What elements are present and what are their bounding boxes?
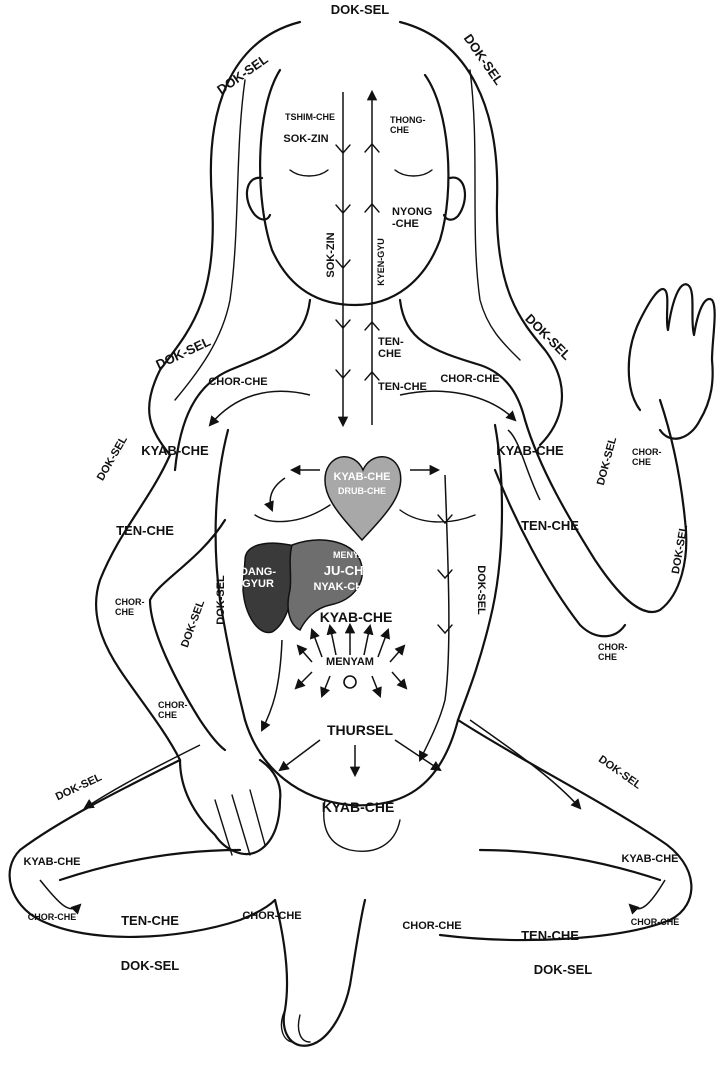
chor-che-arch-left xyxy=(210,391,310,425)
label-thong-che: THONG-CHE xyxy=(390,115,426,135)
label-sok-zin-head: SOK-ZIN xyxy=(283,133,328,145)
hand-left xyxy=(180,760,280,854)
toe xyxy=(298,1015,310,1042)
label-dok-sel-arm-right: DOK-SEL xyxy=(595,435,619,486)
label-chor-che-knee-right: CHOR-CHE xyxy=(631,917,680,927)
breast-left xyxy=(255,505,330,522)
label-dok-sel-head-right: DOK-SEL xyxy=(461,31,507,88)
label-chor-che-elbow-left: CHOR-CHE xyxy=(115,597,145,617)
label-dok-sel-thigh-left: DOK-SEL xyxy=(54,771,104,803)
label-chor-che-hand: CHOR-CHE xyxy=(632,447,662,467)
label-dok-sel-top: DOK-SEL xyxy=(331,2,390,17)
label-menyam: MENYAM xyxy=(326,656,374,668)
label-kyen-gyu: KYEN-GYU xyxy=(376,238,386,286)
eye-right xyxy=(395,170,432,176)
label-kyab-che-knee-left: KYAB-CHE xyxy=(23,856,80,868)
label-ten-che-leg-left: TEN-CHE xyxy=(121,913,179,928)
label-ten-che-collar: TEN-CHE xyxy=(378,381,427,393)
label-drub-che: DRUB-CHE xyxy=(338,486,386,496)
descend-right xyxy=(420,475,449,760)
label-ten-che-right: TEN-CHE xyxy=(521,518,579,533)
label-dok-sel-leg-right: DOK-SEL xyxy=(534,962,593,977)
label-dok-sel-arm-left: DOK-SEL xyxy=(95,434,130,483)
label-dok-sel-leg-left: DOK-SEL xyxy=(121,958,180,973)
label-chor-che-leg-left: CHOR-CHE xyxy=(242,910,301,922)
leg-arrow-right xyxy=(470,720,580,808)
label-nyong-che: NYONG-CHE xyxy=(392,206,432,230)
ear-left xyxy=(247,178,270,220)
face-outline xyxy=(260,70,448,305)
eye-left xyxy=(290,170,328,176)
label-dok-sel-forearm-right: DOK-SEL xyxy=(670,524,690,575)
finger xyxy=(232,795,250,855)
knee-curve-right xyxy=(630,880,665,909)
arm-right-arrow xyxy=(508,430,540,500)
chor-che-arch-right xyxy=(400,391,515,420)
leg-left-inner xyxy=(60,850,240,880)
finger xyxy=(250,790,265,845)
finger xyxy=(215,800,232,855)
thursel-arrow-left xyxy=(280,740,320,770)
label-chor-che-left: CHOR-CHE xyxy=(208,376,267,388)
menyam-circle xyxy=(344,676,356,688)
label-thursel: THURSEL xyxy=(327,722,394,738)
label-dok-sel-torso-left: DOK-SEL xyxy=(215,575,227,625)
label-dok-sel-inner-arm: DOK-SEL xyxy=(179,598,207,649)
heart-shape xyxy=(325,457,401,540)
hair-strand xyxy=(470,70,520,360)
label-nyak-che: NYAK-CHE xyxy=(313,581,370,593)
knee-curve-left xyxy=(40,880,80,909)
label-chor-che-wrist: CHOR-CHE xyxy=(158,700,188,720)
label-menyam-organ: MENYAM xyxy=(333,550,372,560)
organs xyxy=(243,457,401,633)
label-kyab-che-abdomen: KYAB-CHE xyxy=(320,609,393,625)
label-chor-che-right: CHOR-CHE xyxy=(440,373,499,385)
descend-left xyxy=(262,640,282,730)
label-tshim-che: TSHIM-CHE xyxy=(285,112,335,122)
label-chor-che-elbow-right: CHOR-CHE xyxy=(598,642,628,662)
channel-labels: DOK-SEL DOK-SEL DOK-SEL TSHIM-CHE SOK-ZIN THO… xyxy=(23,2,690,977)
label-ten-che-neck: TEN-CHE xyxy=(378,336,404,360)
breast-right xyxy=(400,510,475,522)
label-ju-che: JU-CHE xyxy=(324,563,373,578)
label-dok-sel-torso-right: DOK-SEL xyxy=(475,565,487,615)
central-channels xyxy=(336,92,379,425)
leg-right-outer xyxy=(440,720,691,940)
label-dang-gyur: DANG-GYUR xyxy=(240,566,276,590)
label-kyab-che-heart: KYAB-CHE xyxy=(333,471,390,483)
label-kyab-che-right: KYAB-CHE xyxy=(496,443,564,458)
label-chor-che-knee-left: CHOR-CHE xyxy=(28,912,77,922)
label-chor-che-leg-right: CHOR-CHE xyxy=(402,920,461,932)
hand-right xyxy=(629,284,715,438)
shoulder-right xyxy=(400,300,525,420)
label-ten-che-leg-right: TEN-CHE xyxy=(521,928,579,943)
label-dok-sel-thigh-right: DOK-SEL xyxy=(596,753,644,791)
heart-curve-left xyxy=(270,478,285,510)
label-sok-zin-vertical: SOK-ZIN xyxy=(325,232,337,277)
label-kyab-che-knee-right: KYAB-CHE xyxy=(621,853,678,865)
arm-right-inner xyxy=(495,470,625,636)
label-ten-che-left: TEN-CHE xyxy=(116,523,174,538)
thursel-arrow-right xyxy=(395,740,440,770)
leg-left-outer xyxy=(10,760,275,937)
label-kyab-che-pelvis: KYAB-CHE xyxy=(322,799,395,815)
label-kyab-che-left: KYAB-CHE xyxy=(141,443,209,458)
